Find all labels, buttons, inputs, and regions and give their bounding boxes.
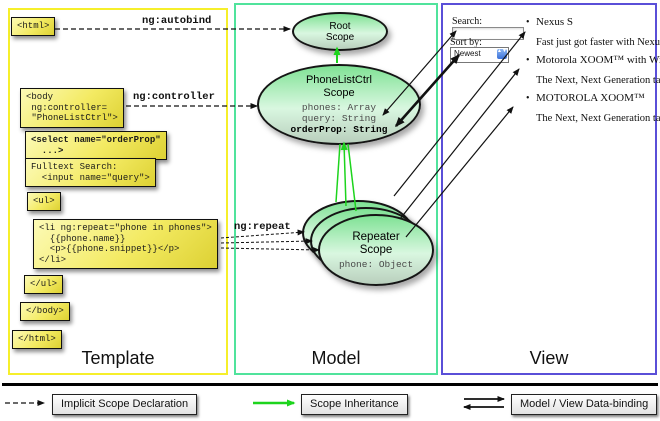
- root-scope-ellipse: Root Scope: [292, 12, 388, 51]
- search-label: Search:: [452, 16, 482, 27]
- model-column-label: Model: [311, 348, 361, 368]
- sort-select-value: Newest: [454, 49, 481, 58]
- phonelistctrl-scope-ellipse: PhoneListCtrl Scope phones: Array query:…: [257, 64, 421, 145]
- code-box-fulltext-search: Fulltext Search: <input name="query">: [25, 158, 156, 187]
- view-item-desc: Fast just got faster with Nexus S.: [536, 37, 660, 48]
- model-column: Model: [234, 3, 438, 375]
- legend-implicit-box: Implicit Scope Declaration: [52, 394, 198, 415]
- code-box-html-close: </html>: [12, 330, 62, 349]
- bullet-icon: •: [526, 55, 530, 66]
- autobind-arrow-label: ng:autobind: [142, 15, 212, 27]
- legend-separator: [2, 383, 658, 386]
- prop-orderprop: orderProp: String: [290, 124, 388, 135]
- template-column-label: Template: [81, 348, 155, 368]
- view-item-desc: The Next, Next Generation tablet.: [536, 113, 660, 124]
- prop-phones: phones: Array: [301, 102, 377, 113]
- view-item-title: MOTOROLA XOOM™: [536, 92, 645, 104]
- sort-select[interactable]: Newest ▲▼: [450, 47, 509, 63]
- code-box-body-close: </body>: [20, 302, 70, 321]
- legend-binding-box: Model / View Data-binding: [511, 394, 658, 415]
- repeater-scope-title: Repeater Scope: [352, 230, 400, 256]
- code-box-select: <select name="orderProp" ...>: [25, 131, 167, 160]
- code-box-li-repeat: <li ng:repeat="phone in phones"> {{phone…: [33, 219, 218, 269]
- repeat-arrow-label: ng:repeat: [234, 221, 291, 233]
- repeater-scope-ellipse-front: Repeater Scope phone: Object: [318, 214, 434, 286]
- phonelistctrl-scope-title: PhoneListCtrl Scope: [305, 74, 373, 99]
- select-stepper-icon: ▲▼: [497, 49, 507, 59]
- legend-inheritance-box: Scope Inheritance: [301, 394, 408, 415]
- code-box-html-open: <html>: [11, 17, 56, 36]
- view-item-desc: The Next, Next Generation tablet.: [536, 75, 660, 86]
- controller-arrow-label: ng:controller: [133, 91, 215, 103]
- view-item-title: Motorola XOOM™ with Wi-Fi: [536, 54, 660, 66]
- code-box-ul-close: </ul>: [24, 275, 64, 294]
- bullet-icon: •: [526, 93, 530, 104]
- prop-phone: phone: Object: [338, 258, 414, 270]
- code-box-body-open: <body ng:controller= "PhoneListCtrl">: [20, 88, 124, 128]
- view-item-title: Nexus S: [536, 16, 573, 28]
- code-box-ul-open: <ul>: [27, 192, 61, 211]
- view-item-nexus: • Nexus S Fast just got faster with Nexu…: [526, 16, 660, 48]
- bullet-icon: •: [526, 17, 530, 28]
- view-column-label: View: [529, 348, 569, 368]
- stepper-down-icon: ▼: [502, 48, 507, 54]
- view-item-xoom-wifi: • Motorola XOOM™ with Wi-Fi The Next, Ne…: [526, 54, 660, 86]
- view-item-xoom: • MOTOROLA XOOM™ The Next, Next Generati…: [526, 92, 660, 124]
- prop-query: query: String: [301, 113, 377, 124]
- root-scope-title: Root Scope: [325, 20, 355, 43]
